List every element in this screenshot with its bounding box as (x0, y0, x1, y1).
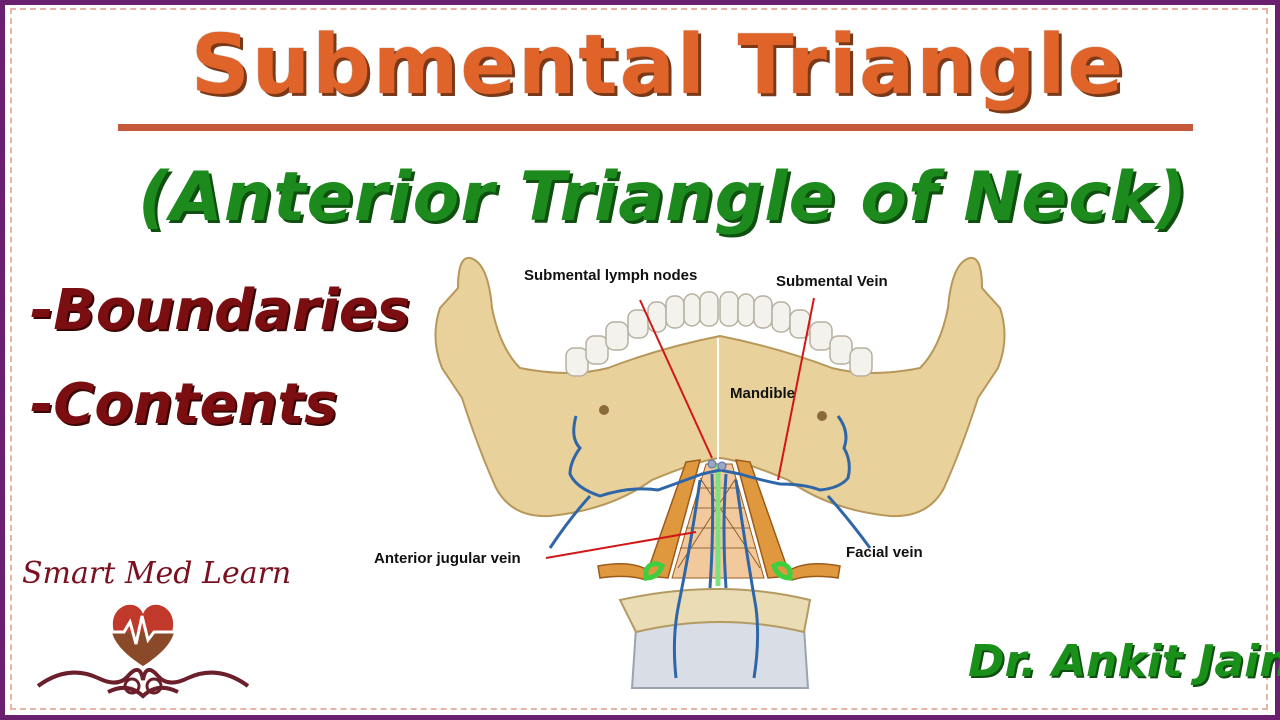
title-underline (118, 124, 1193, 131)
label-submental-vein: Submental Vein (776, 273, 888, 290)
lymph-nodes (707, 459, 727, 471)
digastric-tendon-right (789, 563, 841, 581)
logo-svg (36, 604, 250, 699)
marker-left (643, 561, 666, 581)
label-pointers (545, 297, 815, 559)
page-subtitle: (Anterior Triangle of Neck) (138, 158, 1188, 237)
logo-text: Smart Med Learn (22, 556, 292, 591)
author-name: Dr. Ankit Jain (968, 636, 1280, 687)
label-submental-lymph-nodes: Submental lymph nodes (524, 267, 698, 284)
mental-foramen-right (817, 411, 827, 421)
digastric-tendon-left (597, 563, 649, 581)
diagram-svg (434, 256, 1006, 689)
mandible-diagram: Submental lymph nodes Submental Vein Man… (374, 248, 1040, 698)
label-mandible: Mandible (730, 385, 796, 402)
marker-right (770, 561, 793, 581)
larynx-shape (630, 617, 810, 689)
heart-lower-icon (112, 632, 174, 666)
label-facial-vein: Facial vein (846, 544, 923, 561)
hyoid-bone (618, 588, 812, 634)
logo-art (28, 594, 258, 704)
mental-foramen-left (599, 405, 609, 415)
label-anterior-jugular-vein: Anterior jugular vein (374, 550, 521, 567)
topic-boundaries: -Boundaries (30, 278, 411, 343)
teeth (565, 291, 873, 377)
heartbeat-icon (108, 615, 178, 645)
flourish-icon (36, 668, 250, 688)
inner-frame (10, 8, 1268, 710)
page-title: Submental Triangle (190, 18, 1126, 113)
topic-contents: -Contents (30, 372, 338, 437)
